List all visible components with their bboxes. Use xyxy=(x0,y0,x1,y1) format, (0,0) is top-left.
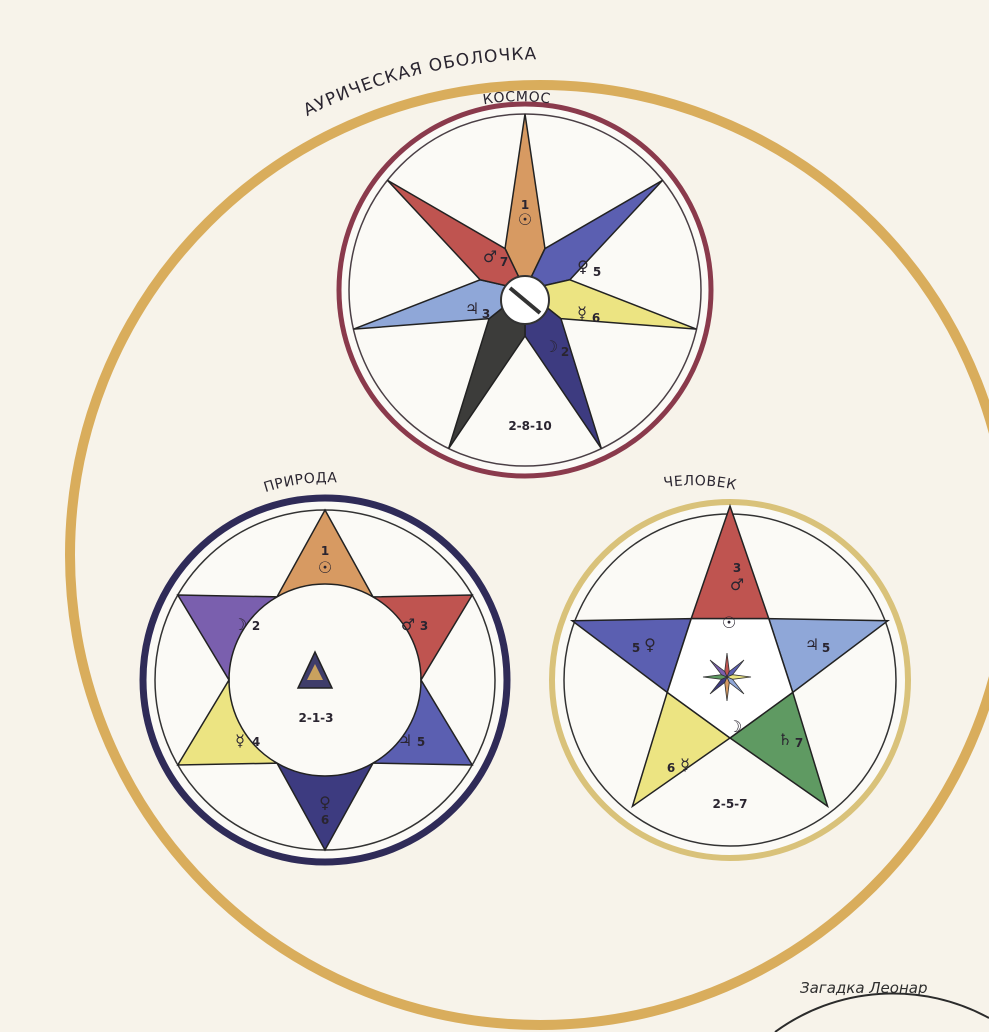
chelovek-symbol-number: 6 xyxy=(667,761,675,775)
kosmos-symbol-number: 6 xyxy=(592,311,600,325)
kosmos-symbol: ♃ xyxy=(465,299,479,318)
kosmos-symbol: ☽ xyxy=(544,337,558,356)
priroda-symbol-number: 3 xyxy=(420,619,428,633)
priroda-title: ПРИРОДА xyxy=(262,470,338,496)
priroda-symbol-number: 1 xyxy=(321,544,329,558)
kosmos-symbol-number: 5 xyxy=(593,265,601,279)
chelovek-symbol: ♃ xyxy=(805,635,819,654)
corner-fragment: Загадка Леонар xyxy=(775,979,989,1032)
kosmos-symbol-number: 7 xyxy=(500,255,508,269)
kosmos-symbol-number: 2 xyxy=(561,345,569,359)
kosmos-symbol-number: 3 xyxy=(482,307,490,321)
priroda-symbol-number: 5 xyxy=(417,735,425,749)
chelovek-title: ЧЕЛОВЕК xyxy=(663,473,738,493)
kosmos-symbol: ♂ xyxy=(483,247,497,266)
chelovek-center-star xyxy=(703,653,751,701)
kosmos-formula: 2-8-10 xyxy=(508,419,551,433)
priroda-emblem: 2-1-3 ПРИРОДА ☉1 ♂ 3 ♃ 5 ♀6 ☿ 4 ☽ 2 xyxy=(143,470,507,862)
chelovek-symbol-number: 5 xyxy=(632,641,640,655)
priroda-symbol: ☉ xyxy=(318,558,332,577)
kosmos-symbol: ☉ xyxy=(518,210,532,229)
kosmos-symbol: ☿ xyxy=(577,303,587,322)
priroda-formula: 2-1-3 xyxy=(298,711,333,725)
priroda-symbol-number: 2 xyxy=(252,619,260,633)
priroda-symbol: ♃ xyxy=(398,731,412,750)
chelovek-symbol-number: 3 xyxy=(733,561,741,575)
chelovek-symbol: ♂ xyxy=(730,575,744,594)
chelovek-symbol-number: 5 xyxy=(822,641,830,655)
kosmos-symbol: ♀ xyxy=(577,257,589,276)
priroda-symbol-number: 4 xyxy=(252,735,260,749)
chelovek-emblem: 2-5-7 ЧЕЛОВЕК ♂3♃5♄7☿6♀5☉☽ xyxy=(552,473,908,858)
chelovek-formula: 2-5-7 xyxy=(712,797,747,811)
priroda-symbol: ☽ xyxy=(233,615,247,634)
priroda-symbol: ♂ xyxy=(401,615,415,634)
priroda-symbol: ♀ xyxy=(319,793,331,812)
priroda-symbol: ☿ xyxy=(235,731,245,750)
chelovek-symbol: ☽ xyxy=(728,717,742,736)
chelovek-symbol: ☉ xyxy=(722,613,736,632)
chelovek-symbol: ♀ xyxy=(644,635,656,654)
chelovek-symbol: ☿ xyxy=(680,755,690,774)
kosmos-emblem: КОСМОС 2-8-10 ☉1♀5☿6☽2♃3♂7 xyxy=(339,89,711,476)
corner-circle-arc xyxy=(775,993,989,1032)
priroda-symbol-number: 6 xyxy=(321,813,329,827)
kosmos-symbol-number: 1 xyxy=(521,198,529,212)
chelovek-symbol-number: 7 xyxy=(795,736,803,750)
chelovek-symbol: ♄ xyxy=(778,730,792,749)
